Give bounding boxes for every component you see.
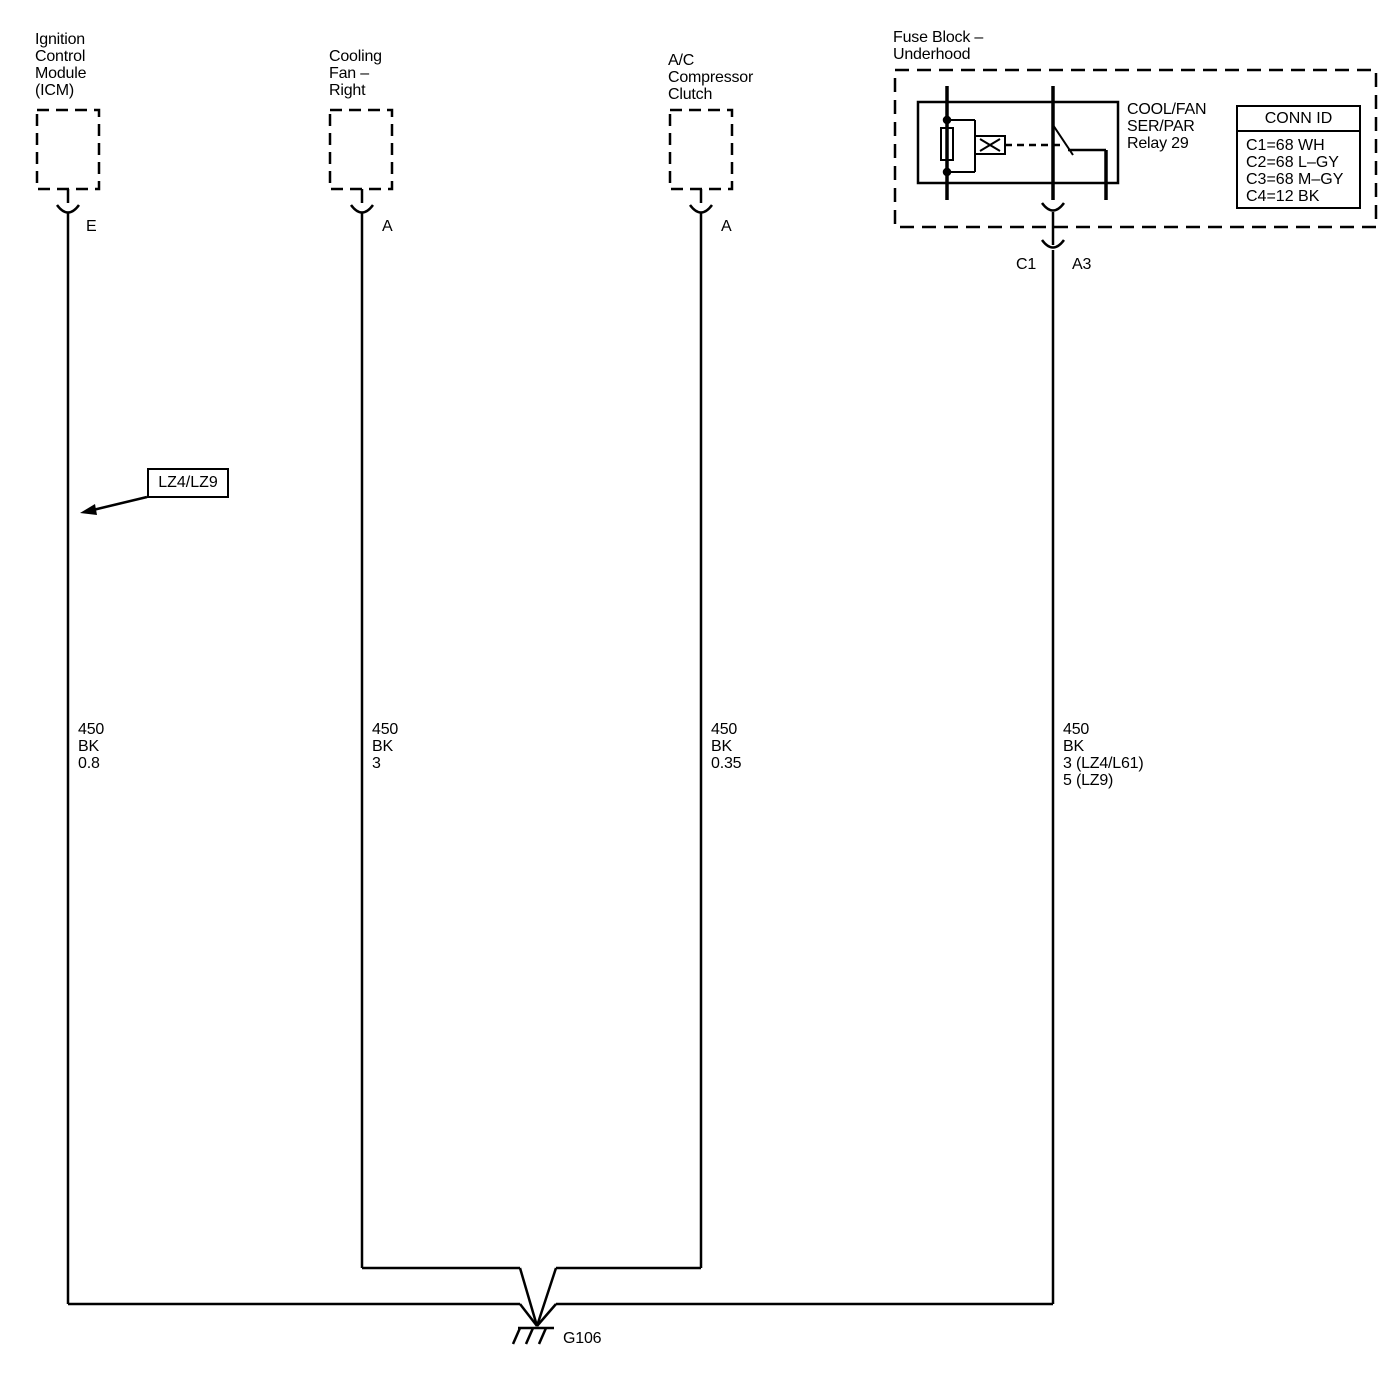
ground-bus bbox=[68, 1266, 1053, 1327]
relay-wire-label: 450 BK 3 (LZ4/L61) 5 (LZ9) bbox=[1063, 721, 1144, 789]
option-label-box: LZ4/LZ9 bbox=[147, 468, 229, 498]
fuse-block-connector-symbol bbox=[1040, 202, 1066, 249]
conn-id-item: C2=68 L–GY bbox=[1246, 154, 1339, 171]
relay-symbol[interactable] bbox=[916, 86, 1120, 200]
fan-label: Cooling Fan – Right bbox=[329, 48, 382, 99]
fuse-block-pin-label: A3 bbox=[1072, 256, 1092, 273]
relay-label: COOL/FAN SER/PAR Relay 29 bbox=[1127, 101, 1207, 152]
icm-component-box[interactable] bbox=[35, 108, 101, 191]
fan-wire-label: 450 BK 3 bbox=[372, 721, 399, 772]
fan-connector-symbol bbox=[349, 189, 375, 214]
conn-id-table: CONN ID C1=68 WH C2=68 L–GY C3=68 M–GY C… bbox=[1236, 105, 1361, 209]
icm-label: Ignition Control Module (ICM) bbox=[35, 31, 87, 99]
ac-wire-label: 450 BK 0.35 bbox=[711, 721, 742, 772]
option-pointer-arrow bbox=[80, 495, 148, 515]
conn-id-item: C1=68 WH bbox=[1246, 137, 1325, 154]
ac-pin-label: A bbox=[721, 218, 732, 235]
fuse-block-box[interactable] bbox=[893, 68, 1378, 229]
ac-component-box[interactable] bbox=[668, 108, 734, 191]
ac-connector-symbol bbox=[688, 189, 714, 214]
icm-pin-label: E bbox=[86, 218, 97, 235]
conn-id-title: CONN ID bbox=[1238, 107, 1359, 132]
icm-wire-label: 450 BK 0.8 bbox=[78, 721, 105, 772]
fan-pin-label: A bbox=[382, 218, 393, 235]
ac-label: A/C Compressor Clutch bbox=[668, 52, 754, 103]
ground-label: G106 bbox=[563, 1330, 602, 1347]
fan-component-box[interactable] bbox=[328, 108, 394, 191]
icm-connector-symbol bbox=[55, 189, 81, 214]
ground-icon bbox=[511, 1326, 554, 1345]
conn-id-item: C4=12 BK bbox=[1246, 188, 1320, 205]
fuse-block-connector-label: C1 bbox=[1016, 256, 1037, 273]
conn-id-item: C3=68 M–GY bbox=[1246, 171, 1344, 188]
fuse-block-label: Fuse Block – Underhood bbox=[893, 29, 984, 63]
